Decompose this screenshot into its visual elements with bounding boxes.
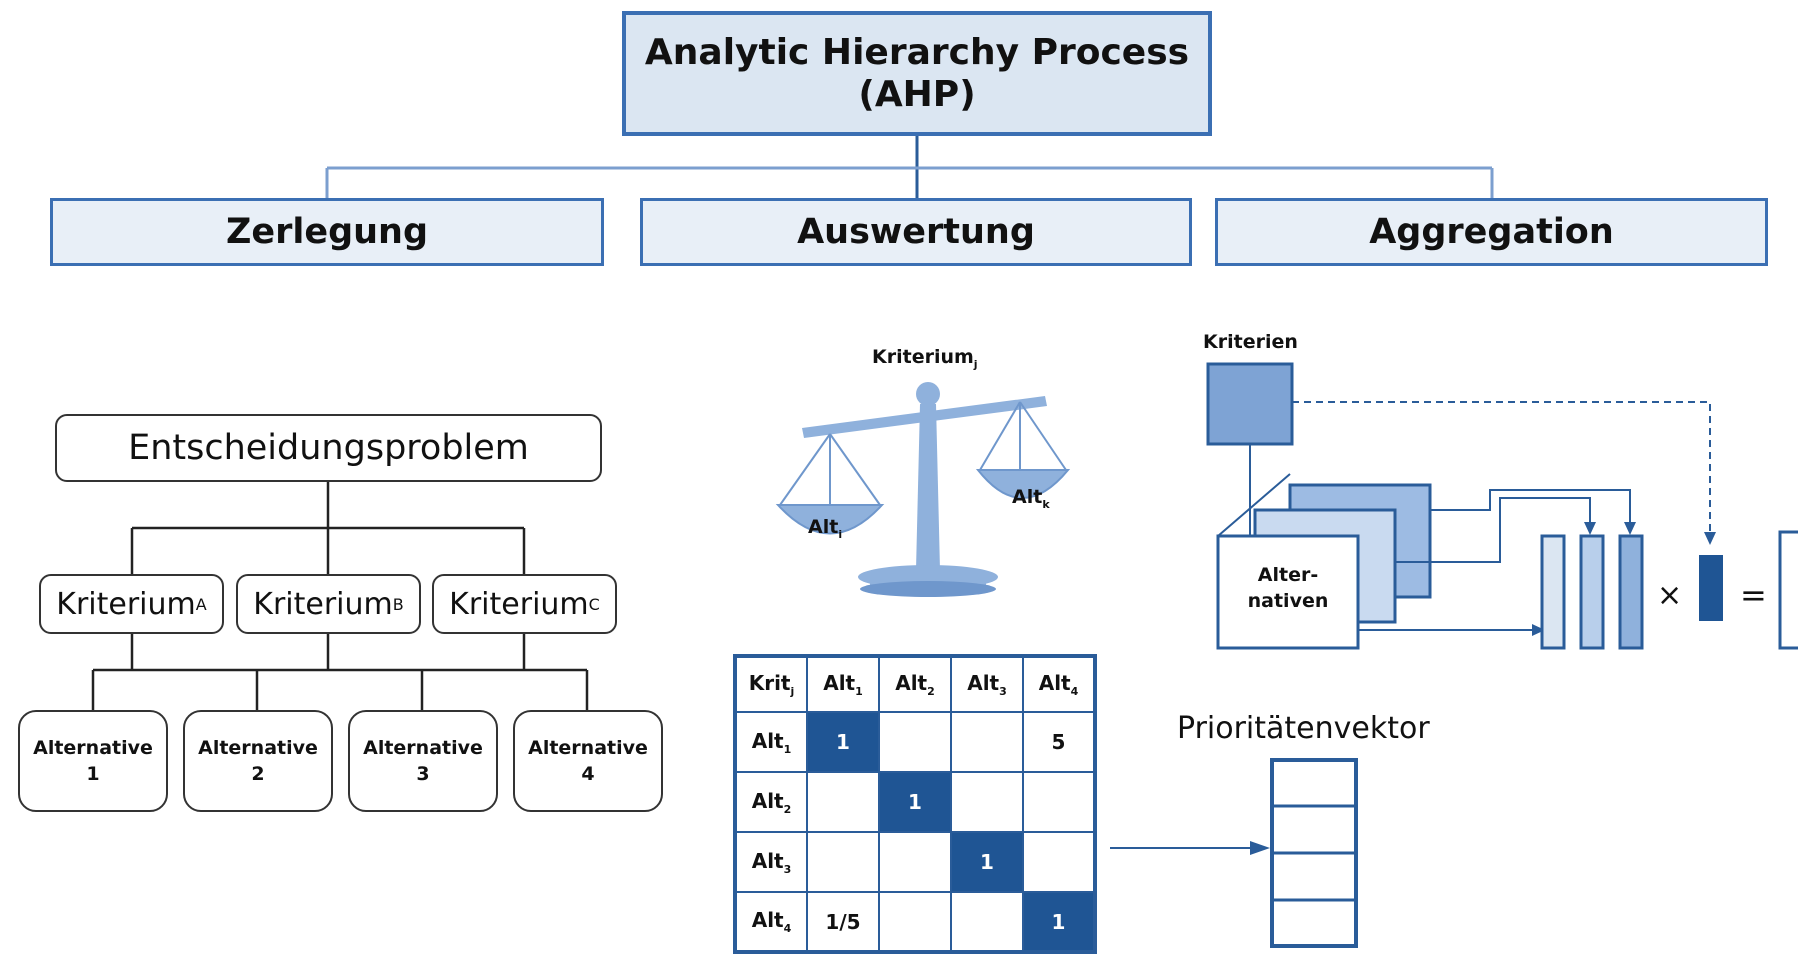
matrix-header-cell: Alt2 [878, 655, 952, 713]
matrix-cell [950, 771, 1024, 833]
matrix-cell: 1/5 [806, 891, 880, 953]
matrix-cell [878, 711, 952, 773]
criterion-b-label: Kriterium [253, 586, 393, 622]
pan-right-label: Altk [1012, 486, 1050, 511]
matrix-cell [1022, 771, 1096, 833]
matrix-row-label-name: Alt [751, 908, 784, 932]
matrix-row-label: Alt2 [734, 771, 808, 833]
matrix-header-row: Kritj Alt1 Alt2 Alt3 Alt4 [734, 655, 1096, 713]
matrix-row-label-name: Alt [751, 788, 784, 813]
matrix-row-label-name: Alt [751, 848, 784, 873]
scale-criterion-name: Kriterium [872, 346, 974, 368]
matrix-cell: 1 [806, 711, 880, 773]
equals-operator: = [1740, 576, 1767, 614]
matrix-row-label: Alt3 [734, 831, 808, 893]
alternative-1-node: Alternative 1 [18, 710, 168, 812]
matrix-row-label-sub: 4 [783, 922, 792, 935]
alternative-2-node: Alternative 2 [183, 710, 333, 812]
matrix-cell: 5 [1022, 711, 1096, 773]
phase-auswertung: Auswertung [640, 198, 1192, 266]
matrix-cell [806, 831, 880, 893]
matrix-cell [878, 831, 952, 893]
criterion-c-label: Kriterium [449, 586, 589, 622]
matrix-header-cell: Alt4 [1022, 655, 1096, 713]
matrix-header-name: Alt [895, 671, 928, 695]
phase-aggregation: Aggregation [1215, 198, 1768, 266]
pan-right-name: Alt [1012, 486, 1043, 508]
matrix-row-label: Alt4 [734, 891, 808, 953]
criterion-a-sub: A [195, 594, 207, 614]
pan-left-label: Alti [808, 516, 842, 541]
priority-vector-label: Prioritätenvektor [1177, 711, 1430, 746]
criteria-label: Kriterien [1203, 331, 1298, 353]
priority-vector [1270, 758, 1358, 948]
matrix-row: Alt2 1 [734, 771, 1096, 833]
matrix-cell [950, 711, 1024, 773]
aggregation-diagram [1206, 362, 1798, 650]
matrix-corner-cell: Kritj [734, 655, 808, 713]
matrix-cell [878, 891, 952, 953]
matrix-header-name: Alt [1038, 671, 1071, 695]
matrix-header-name: Alt [823, 671, 856, 695]
matrix-header-sub: 3 [999, 685, 1007, 698]
criterion-c-sub: C [588, 594, 600, 614]
matrix-header-sub: 4 [1070, 685, 1079, 698]
matrix-header-sub: 1 [855, 685, 863, 698]
matrix-cell [950, 891, 1024, 953]
criterion-b-sub: B [392, 594, 404, 614]
matrix-row-label-sub: 2 [783, 802, 792, 816]
pairwise-comparison-matrix: Kritj Alt1 Alt2 Alt3 Alt4 Alt1 1 5 Alt2 … [733, 654, 1097, 954]
matrix-row-label-sub: 1 [783, 742, 792, 756]
pan-left-sub: i [838, 527, 843, 541]
alternative-4-node: Alternative 4 [513, 710, 663, 812]
matrix-header-sub: 2 [927, 685, 935, 698]
pan-right-sub: k [1042, 497, 1050, 511]
matrix-header-cell: Alt3 [950, 655, 1024, 713]
matrix-row: Alt1 1 5 [734, 711, 1096, 773]
scale-criterion-sub: j [973, 357, 978, 371]
criterion-a-label: Kriterium [56, 586, 196, 622]
matrix-row-label-name: Alt [751, 728, 784, 753]
alternative-3-node: Alternative 3 [348, 710, 498, 812]
pan-left-name: Alt [808, 516, 839, 538]
matrix-row-label: Alt1 [734, 711, 808, 773]
matrix-cell: 1 [878, 771, 952, 833]
matrix-corner-sub: j [790, 685, 795, 698]
matrix-cell: 1 [1022, 891, 1096, 953]
matrix-header-name: Alt [967, 671, 1000, 695]
matrix-cell: 1 [950, 831, 1024, 893]
alternatives-label: Alter- nativen [1247, 564, 1329, 612]
times-operator: × [1657, 578, 1683, 613]
matrix-row: Alt4 1/5 1 [734, 891, 1096, 953]
decision-problem-node: Entscheidungsproblem [55, 414, 602, 482]
matrix-corner-name: Krit [748, 671, 791, 695]
matrix-cell [1022, 831, 1096, 893]
page-title: Analytic Hierarchy Process (AHP) [622, 11, 1212, 136]
matrix-header-cell: Alt1 [806, 655, 880, 713]
balance-scale-icon [775, 382, 1071, 597]
matrix-row: Alt3 1 [734, 831, 1096, 893]
scale-criterion-label: Kriteriumj [872, 346, 978, 371]
matrix-cell [806, 771, 880, 833]
matrix-row-label-sub: 3 [783, 862, 792, 876]
phase-zerlegung: Zerlegung [50, 198, 604, 266]
